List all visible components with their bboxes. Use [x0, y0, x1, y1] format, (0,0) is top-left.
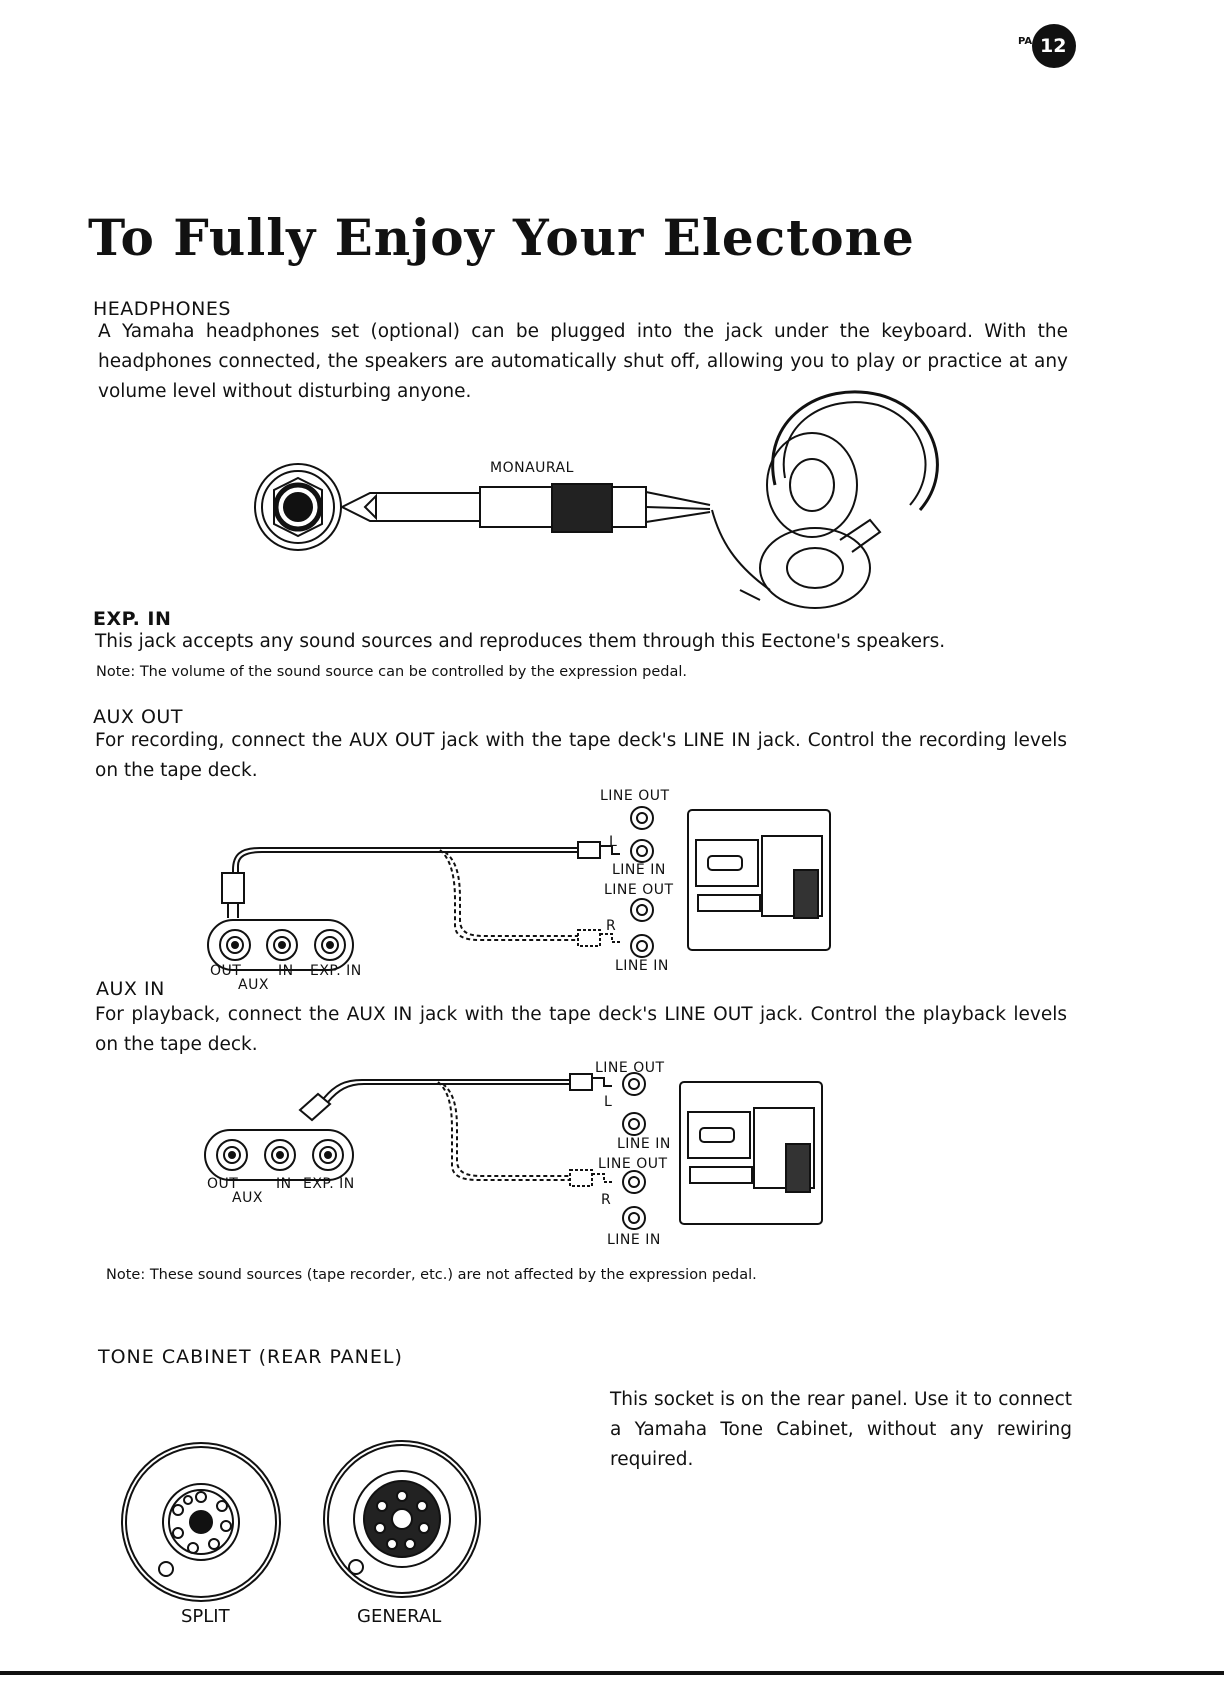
page-title: To Fully Enjoy Your Electone [88, 208, 915, 267]
page-badge-number: 12 [1040, 35, 1067, 57]
bottom-note: Note: These sound sources (tape recorder… [106, 1267, 757, 1283]
monaural-label: MONAURAL [490, 460, 574, 476]
aux-out-jack-exp-label: EXP. IN [310, 963, 362, 979]
aux-out-right-label: R [606, 918, 617, 934]
general-socket-label: GENERAL [357, 1606, 442, 1627]
aux-in-text: For playback, connect the AUX IN jack wi… [95, 1004, 1067, 1055]
aux-out-text: For recording, connect the AUX OUT jack … [95, 730, 1067, 781]
tone-cabinet-heading: TONE CABINET (REAR PANEL) [98, 1346, 403, 1368]
page-badge-circle [1032, 24, 1076, 68]
page-badge-prefix: PA [1018, 36, 1033, 47]
split-socket-label: SPLIT [181, 1606, 230, 1627]
headphones-text: A Yamaha headphones set (optional) can b… [98, 321, 1068, 402]
aux-out-line-out-r-label: LINE OUT [604, 882, 674, 898]
aux-out-heading: AUX OUT [93, 706, 183, 728]
aux-in-aux-bracket-label: AUX [232, 1190, 263, 1206]
aux-in-jack-out-label: OUT [207, 1176, 239, 1192]
exp-in-note: Note: The volume of the sound source can… [96, 664, 687, 680]
aux-out-left-label: L [609, 834, 618, 850]
exp-in-heading: EXP. IN [93, 608, 172, 630]
aux-out-line-in-l-label: LINE IN [612, 862, 666, 878]
page-number-badge: PA 12 [1018, 22, 1080, 74]
aux-out-jack-in-label: IN [278, 963, 294, 979]
aux-in-line-out-l-label: LINE OUT [595, 1060, 665, 1076]
aux-in-line-out-r-label: LINE OUT [598, 1156, 668, 1172]
headphones-heading: HEADPHONES [93, 298, 231, 320]
aux-out-line-out-l-label: LINE OUT [600, 788, 670, 804]
aux-in-left-label: L [604, 1094, 613, 1110]
aux-in-line-in-l-label: LINE IN [617, 1136, 671, 1152]
aux-in-jack-exp-label: EXP. IN [303, 1176, 355, 1192]
aux-out-line-in-r-label: LINE IN [615, 958, 669, 974]
aux-in-line-in-r-label: LINE IN [607, 1232, 661, 1248]
aux-out-aux-bracket-label: AUX [238, 977, 269, 993]
aux-in-jack-in-label: IN [276, 1176, 292, 1192]
aux-out-jack-out-label: OUT [210, 963, 242, 979]
aux-in-right-label: R [601, 1192, 612, 1208]
exp-in-text: This jack accepts any sound sources and … [95, 631, 946, 652]
aux-in-heading: AUX IN [96, 978, 165, 1000]
bottom-rule [0, 1671, 1224, 1675]
tone-cabinet-text: This socket is on the rear panel. Use it… [610, 1389, 1072, 1470]
